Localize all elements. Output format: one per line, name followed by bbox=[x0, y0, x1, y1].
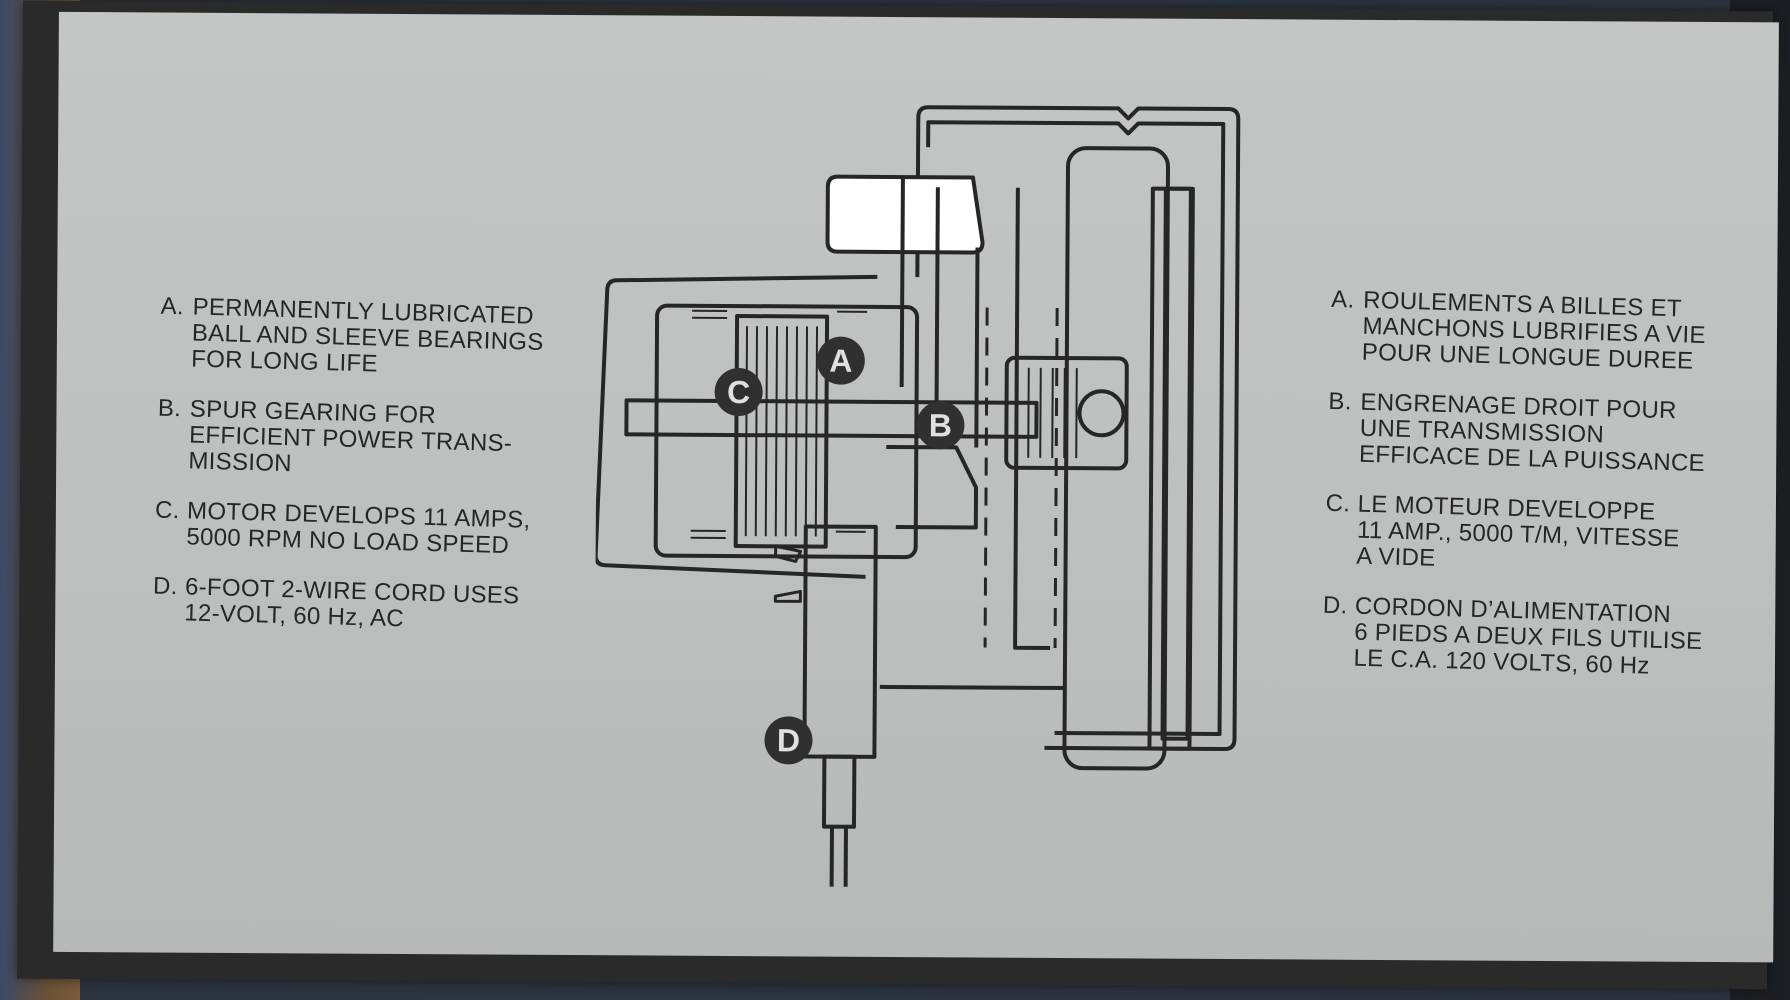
product-box: A.PERMANENTLY LUBRICATED BALL AND SLEEVE… bbox=[17, 0, 1779, 990]
feature-text: ROULEMENTS A BILLES ET MANCHONS LUBRIFIE… bbox=[1361, 286, 1707, 375]
english-feature-list: A.PERMANENTLY LUBRICATED BALL AND SLEEVE… bbox=[151, 292, 631, 663]
feature-label: A. bbox=[1330, 285, 1355, 314]
upper-blade-guard-inner bbox=[926, 120, 1226, 736]
callout-b: B bbox=[916, 401, 965, 450]
saw-handle bbox=[825, 174, 985, 255]
feature-label: B. bbox=[157, 394, 182, 423]
feature-label: D. bbox=[1322, 591, 1348, 620]
callout-d: D bbox=[764, 716, 813, 765]
box-side-panel: A.PERMANENTLY LUBRICATED BALL AND SLEEVE… bbox=[53, 11, 1779, 963]
feature-label: C. bbox=[1325, 489, 1351, 518]
feature-text: SPUR GEARING FOR EFFICIENT POWER TRANS- … bbox=[188, 395, 513, 478]
blade-center-dash bbox=[983, 307, 989, 648]
feature-item: C.LE MOTEUR DEVELOPPE 11 AMP., 5000 T/M,… bbox=[1324, 489, 1786, 581]
armature-lines bbox=[744, 326, 819, 537]
blade-center-dash bbox=[1053, 307, 1059, 648]
feature-item: A.PERMANENTLY LUBRICATED BALL AND SLEEVE… bbox=[159, 292, 631, 385]
feature-text: LE MOTEUR DEVELOPPE 11 AMP., 5000 T/M, V… bbox=[1355, 490, 1680, 572]
upper-blade-guard bbox=[915, 105, 1241, 752]
french-feature-list: A.ROULEMENTS A BILLES ET MANCHONS LUBRIF… bbox=[1321, 285, 1790, 707]
motor-housing bbox=[593, 274, 878, 579]
callout-a: A bbox=[816, 336, 865, 385]
arbor-nut bbox=[1077, 389, 1126, 438]
feature-item: B.ENGRENAGE DROIT POUR UNE TRANSMISSION … bbox=[1327, 387, 1789, 479]
feature-text: PERMANENTLY LUBRICATED BALL AND SLEEVE B… bbox=[190, 293, 544, 378]
frame-front bbox=[899, 177, 980, 448]
gear-teeth bbox=[1015, 367, 1078, 459]
feature-item: B.SPUR GEARING FOR EFFICIENT POWER TRANS… bbox=[156, 394, 628, 487]
feature-item: D.6-FOOT 2-WIRE CORD USES 12-VOLT, 60 Hz… bbox=[152, 572, 623, 639]
hatched-field bbox=[690, 309, 868, 539]
feature-text: ENGRENAGE DROIT POUR UNE TRANSMISSION EF… bbox=[1358, 388, 1706, 478]
saw-cutaway-diagram bbox=[593, 105, 1241, 887]
feature-label: D. bbox=[152, 572, 179, 601]
depth-lever bbox=[773, 544, 803, 603]
feature-label: A. bbox=[160, 292, 185, 321]
lower-column bbox=[802, 524, 878, 759]
shaft bbox=[624, 398, 1039, 439]
gear-housing bbox=[886, 444, 979, 530]
base-line bbox=[879, 684, 1065, 691]
motor-body bbox=[653, 303, 920, 560]
callout-c: C bbox=[714, 367, 763, 417]
feature-text: MOTOR DEVELOPS 11 AMPS, 5000 RPM NO LOAD… bbox=[186, 497, 531, 560]
blade-housing-side bbox=[1160, 186, 1193, 741]
armature bbox=[733, 314, 830, 549]
feature-item: D.CORDON D’ALIMENTATION 6 PIEDS A DEUX F… bbox=[1321, 591, 1783, 683]
feature-item: A.ROULEMENTS A BILLES ET MANCHONS LUBRIF… bbox=[1329, 285, 1790, 377]
blade-guard-front bbox=[1013, 187, 1051, 650]
feature-label: C. bbox=[154, 496, 181, 525]
feature-text: CORDON D’ALIMENTATION 6 PIEDS A DEUX FIL… bbox=[1353, 592, 1703, 680]
cord-strain-relief bbox=[821, 754, 857, 829]
feature-text: 6-FOOT 2-WIRE CORD USES 12-VOLT, 60 Hz, … bbox=[184, 573, 520, 633]
gear-box bbox=[1004, 355, 1129, 471]
feature-item: C.MOTOR DEVELOPS 11 AMPS, 5000 RPM NO LO… bbox=[154, 496, 625, 563]
feature-label: B. bbox=[1328, 387, 1353, 416]
